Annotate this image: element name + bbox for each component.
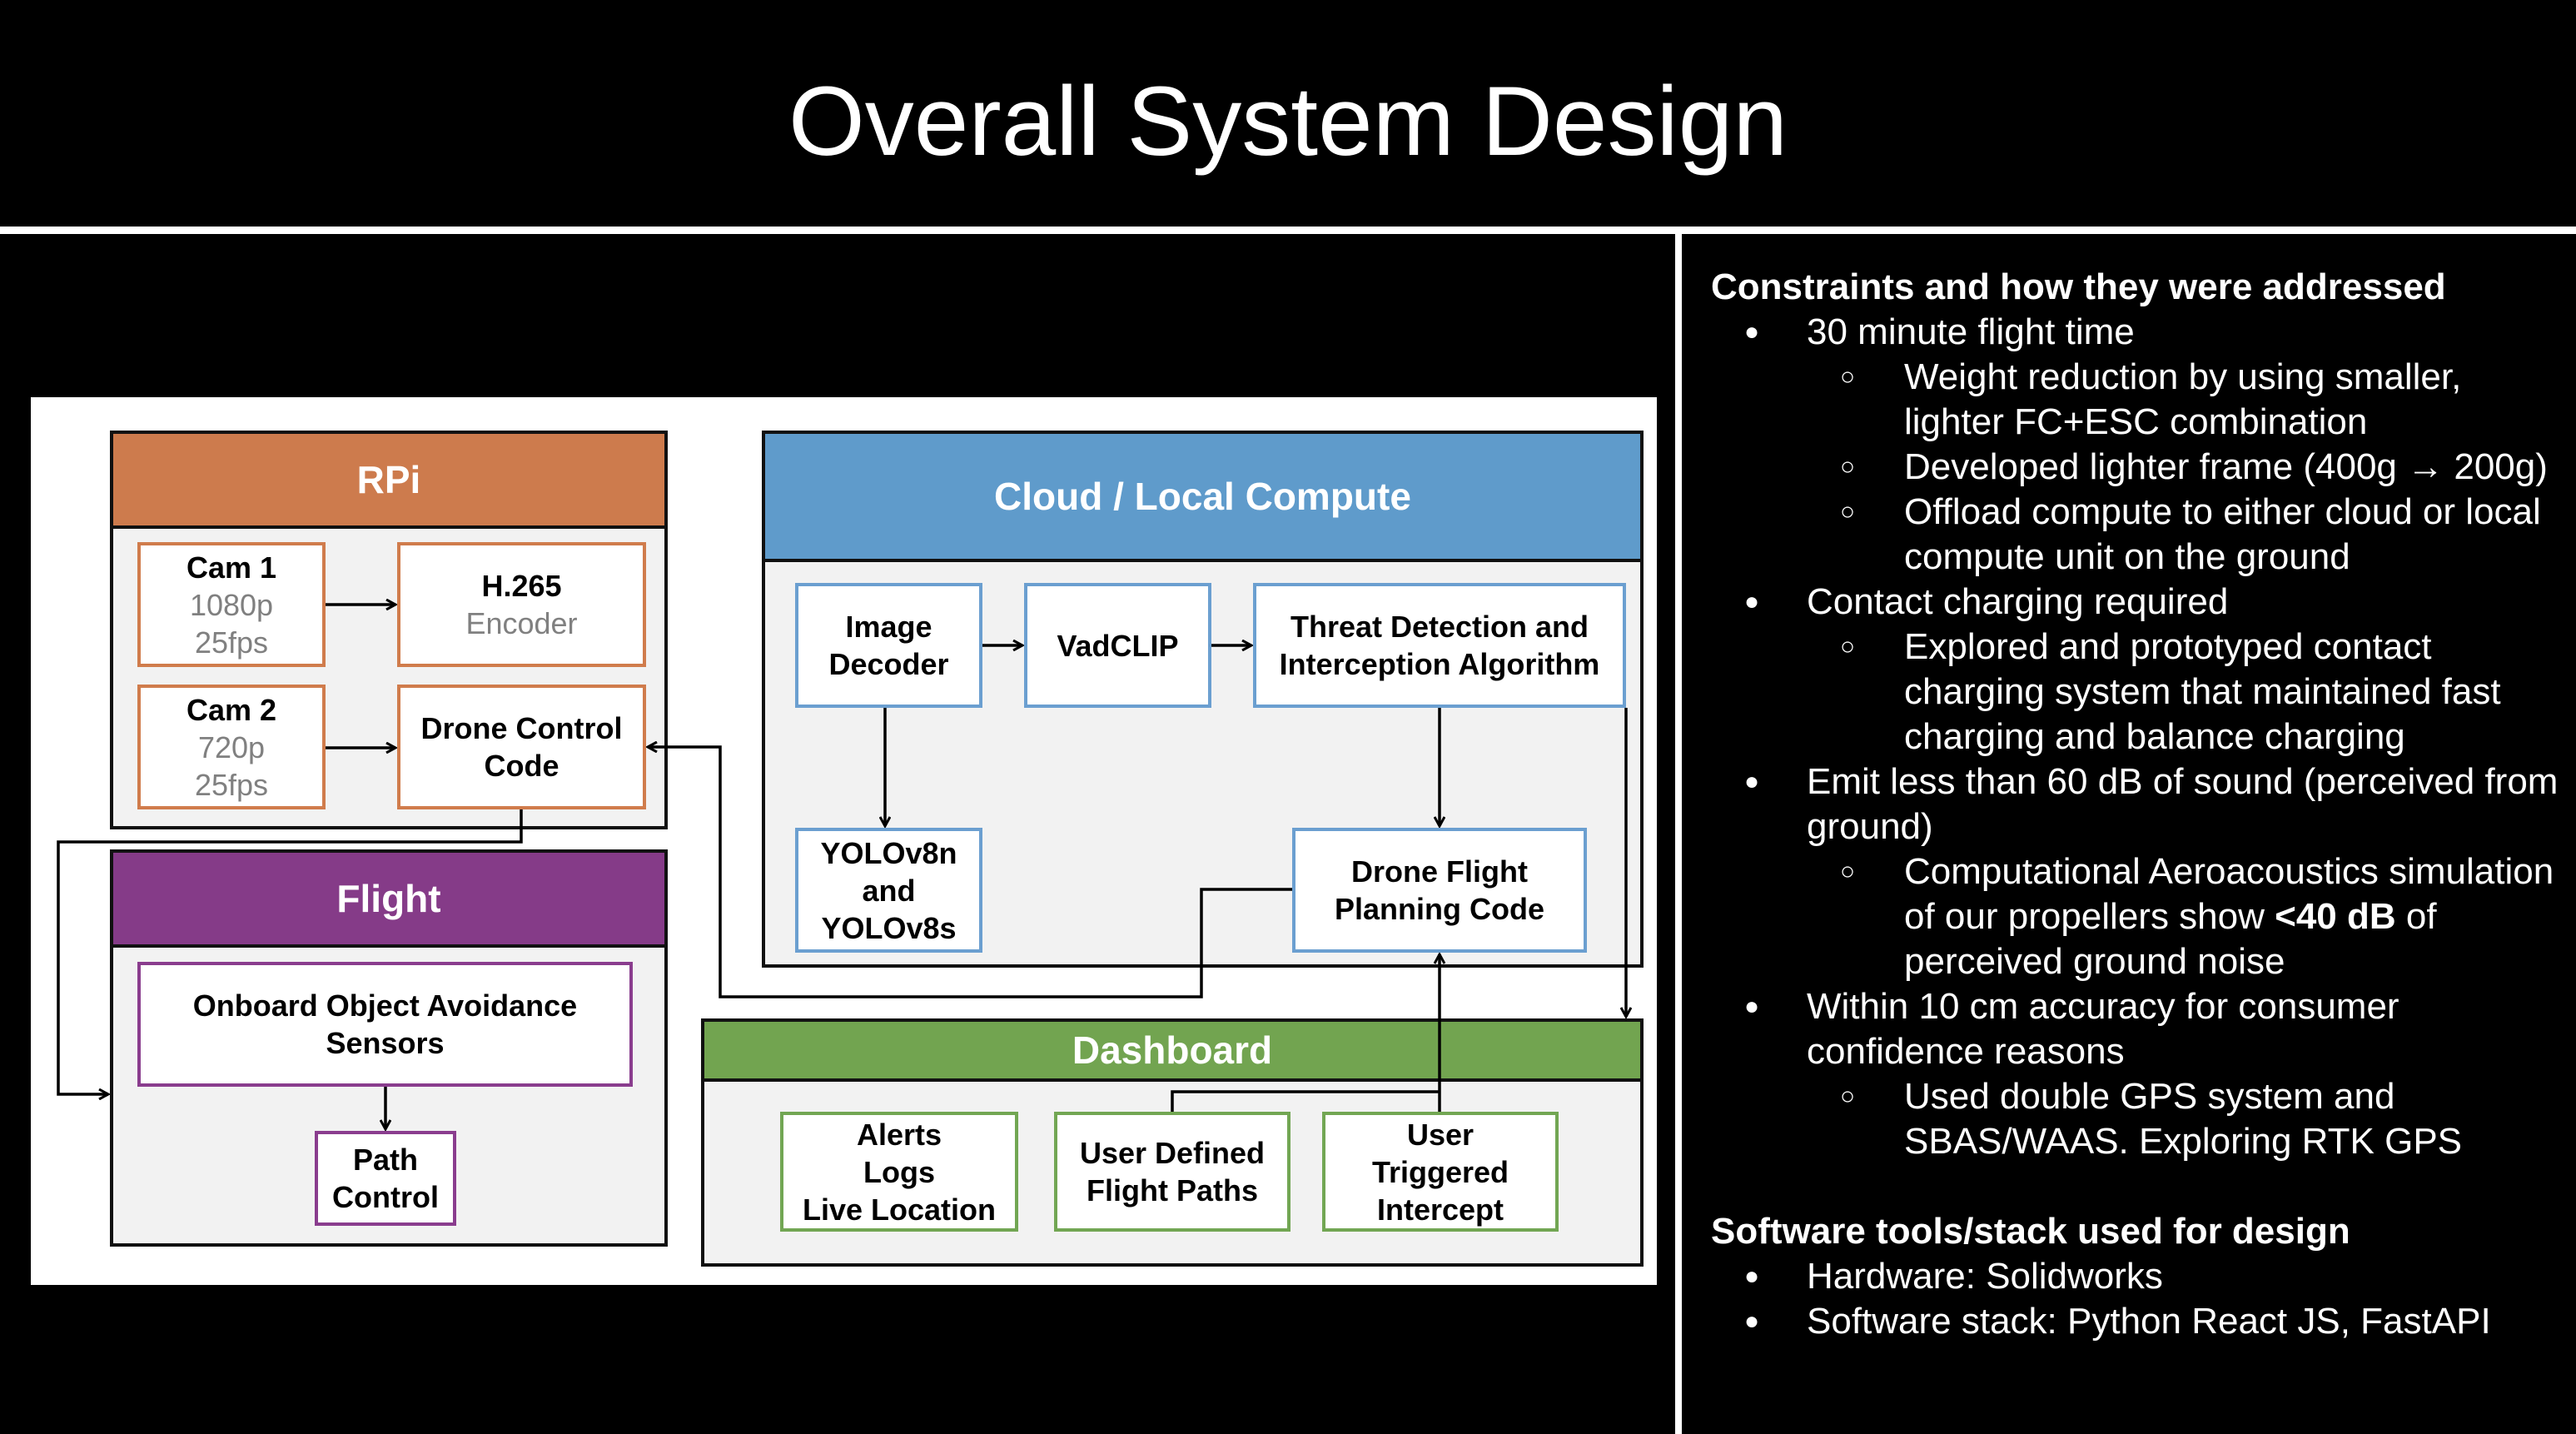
constraint-item: Within 10 cm accuracy for consumer confi… [1711, 984, 2560, 1074]
user-defined-paths-node: User Defined Flight Paths [1054, 1112, 1290, 1232]
image-decoder-node: Image Decoder [795, 583, 982, 708]
intercept-line3: Intercept [1376, 1192, 1504, 1227]
constraint-subitem: Explored and prototyped contact charging… [1711, 625, 2560, 759]
flight-planning-line1: Drone Flight [1351, 854, 1528, 889]
spacer [1711, 1164, 2560, 1209]
constraint-item: Emit less than 60 dB of sound (perceived… [1711, 759, 2560, 849]
column-divider [1675, 234, 1682, 1434]
flight-planning-node: Drone Flight Planning Code [1292, 828, 1587, 953]
cam2-node: Cam 2 720p 25fps [137, 685, 326, 809]
arrow-flight-planning-to-drone-control [648, 747, 1292, 998]
user-triggered-intercept-node: User Triggered Intercept [1322, 1112, 1559, 1232]
flight-title: Flight [336, 877, 441, 920]
alerts-line2: Logs [863, 1154, 935, 1189]
alerts-line1: Alerts [856, 1117, 942, 1152]
alerts-line3: Live Location [802, 1192, 997, 1227]
yolo-line1: YOLOv8n [820, 835, 957, 870]
image-decoder-line2: Decoder [828, 647, 949, 681]
yolo-node: YOLOv8n and YOLOv8s [795, 828, 982, 953]
user-paths-line2: Flight Paths [1087, 1173, 1258, 1207]
drone-control-code-node: Drone Control Code [397, 685, 646, 809]
constraint-subitem: Offload compute to either cloud or local… [1711, 490, 2560, 580]
noise-text-pre: Computational Aeroacoustics simulation o… [1904, 851, 2554, 937]
constraint-subitem: Used double GPS system and SBAS/WAAS. Ex… [1711, 1074, 2560, 1164]
constraint-item: Contact charging required [1711, 580, 2560, 625]
dashboard-header: Dashboard [704, 1022, 1640, 1082]
path-control-line2: Control [332, 1180, 439, 1214]
tools-heading: Software tools/stack used for design [1711, 1211, 2350, 1252]
tools-item: Software stack: Python React JS, FastAPI [1711, 1299, 2560, 1344]
encoder-title: H.265 [481, 569, 562, 603]
cloud-title: Cloud / Local Compute [994, 475, 1411, 518]
path-control-node: Path Control [315, 1131, 456, 1226]
tools-item: Hardware: Solidworks [1711, 1254, 2560, 1299]
intercept-line1: User [1406, 1117, 1474, 1152]
vadclip-label: VadCLIP [1057, 628, 1179, 663]
constraint-subitem: Weight reduction by using smaller, light… [1711, 355, 2560, 445]
image-decoder-line1: Image [845, 610, 932, 644]
vadclip-node: VadCLIP [1024, 583, 1211, 708]
h265-encoder-node: H.265 Encoder [397, 542, 646, 667]
intercept-line2: Triggered [1371, 1154, 1509, 1189]
avoidance-line2: Sensors [326, 1026, 445, 1060]
encoder-subtitle: Encoder [465, 606, 578, 640]
flight-header: Flight [113, 853, 664, 948]
alerts-logs-node: Alerts Logs Live Location [780, 1112, 1018, 1232]
threat-line2: Interception Algorithm [1279, 647, 1600, 681]
wire-user-paths-join [1171, 1090, 1440, 1112]
noise-value: <40 dB [2275, 896, 2396, 937]
path-control-line1: Path [352, 1143, 418, 1177]
drone-control-line1: Drone Control [420, 711, 623, 745]
rpi-header: RPi [113, 434, 664, 529]
yolo-line2: and [862, 873, 916, 908]
rpi-title: RPi [356, 458, 421, 501]
threat-detection-node: Threat Detection and Interception Algori… [1253, 583, 1626, 708]
object-avoidance-node: Onboard Object Avoidance Sensors [137, 962, 633, 1087]
drone-control-line2: Code [484, 749, 559, 783]
cloud-header: Cloud / Local Compute [765, 434, 1640, 562]
cam2-framerate: 25fps [194, 767, 269, 802]
avoidance-line1: Onboard Object Avoidance [192, 988, 578, 1023]
cam1-title: Cam 1 [186, 550, 277, 585]
yolo-line3: YOLOv8s [821, 910, 957, 945]
user-paths-line1: User Defined [1079, 1136, 1266, 1170]
constraint-subitem: Developed lighter frame (400g → 200g) [1711, 445, 2560, 490]
title-divider [0, 227, 2576, 234]
constraints-heading: Constraints and how they were addressed [1711, 266, 2446, 307]
constraints-panel: Constraints and how they were addressed … [1711, 265, 2560, 1344]
cam1-framerate: 25fps [194, 625, 269, 660]
constraint-item: 30 minute flight time [1711, 310, 2560, 355]
arrow-drone-control-to-flight [57, 809, 523, 1094]
constraint-subitem: Computational Aeroacoustics simulation o… [1711, 849, 2560, 984]
cam1-node: Cam 1 1080p 25fps [137, 542, 326, 667]
flight-planning-line2: Planning Code [1335, 892, 1544, 926]
threat-line1: Threat Detection and [1290, 610, 1589, 644]
noise-text-post: of perceived ground noise [1904, 896, 2437, 982]
slide-title: Overall System Design [788, 67, 1788, 177]
cam2-resolution: 720p [197, 729, 266, 764]
dashboard-title: Dashboard [1072, 1028, 1273, 1072]
cam2-title: Cam 2 [186, 692, 277, 727]
cam1-resolution: 1080p [189, 587, 274, 622]
